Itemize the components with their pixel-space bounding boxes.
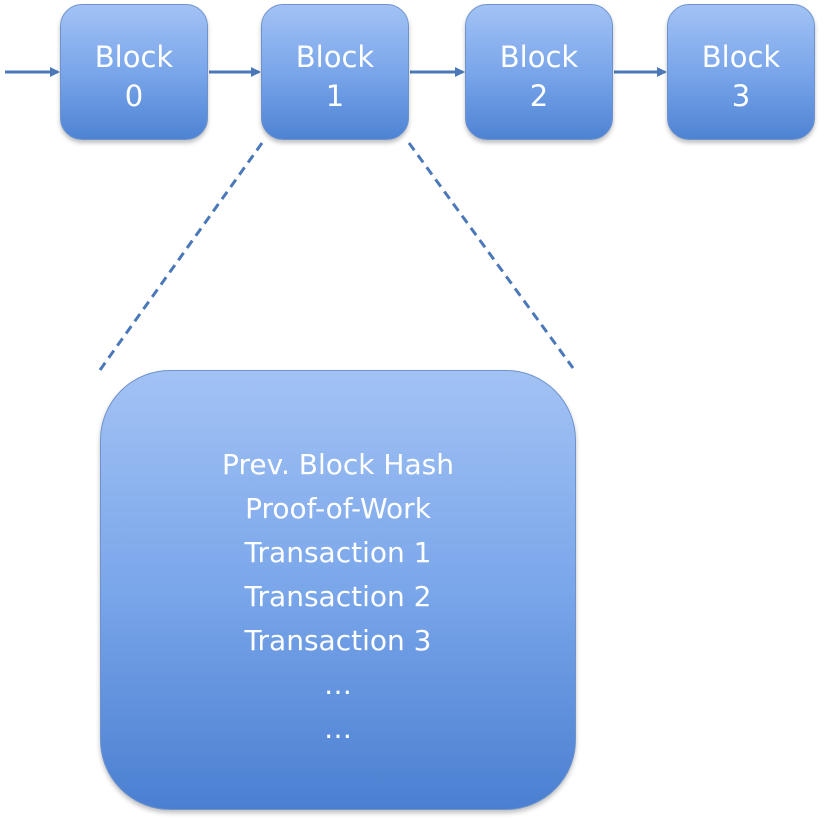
zoom-line-right	[407, 142, 575, 369]
block-1-word: Block	[295, 40, 375, 74]
detail-prev-block-hash: Prev. Block Hash	[222, 448, 454, 481]
detail-ellipsis-1: …	[324, 668, 352, 701]
detail-transaction-3: Transaction 3	[244, 624, 432, 657]
block-2-word: Block	[499, 40, 579, 74]
block-1: Block 1	[261, 4, 409, 140]
block-0-word: Block	[94, 40, 174, 74]
detail-ellipsis-2: …	[324, 712, 352, 745]
block-3: Block 3	[667, 4, 815, 140]
block-3-number: 3	[731, 79, 751, 113]
detail-proof-of-work: Proof-of-Work	[245, 492, 431, 525]
block-2: Block 2	[465, 4, 613, 140]
detail-transaction-1: Transaction 1	[244, 536, 432, 569]
block-detail-box: Prev. Block Hash Proof-of-Work Transacti…	[100, 370, 576, 810]
block-0: Block 0	[60, 4, 208, 140]
block-3-word: Block	[701, 40, 781, 74]
block-2-number: 2	[529, 79, 549, 113]
block-1-number: 1	[325, 79, 345, 113]
zoom-line-left	[98, 142, 264, 371]
block-0-number: 0	[124, 79, 144, 113]
detail-transaction-2: Transaction 2	[244, 580, 432, 613]
